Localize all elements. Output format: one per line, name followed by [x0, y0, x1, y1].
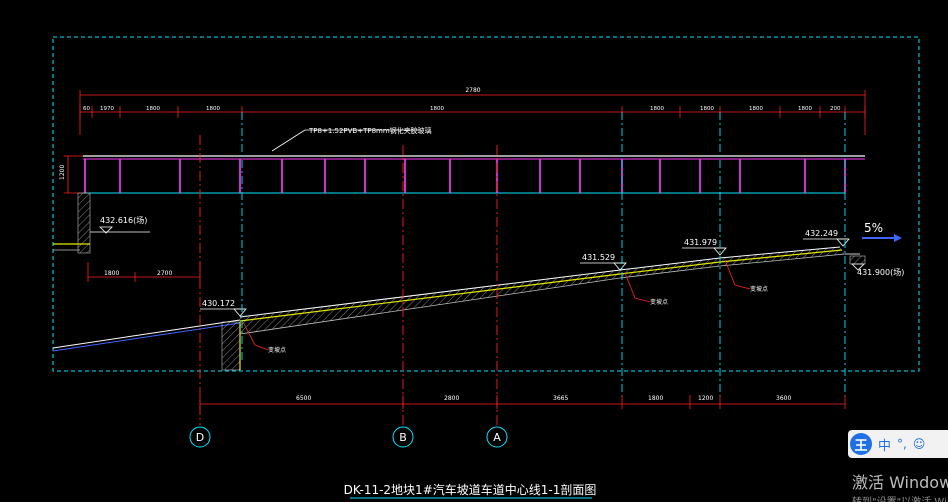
- drawing-frame: [52, 36, 920, 372]
- glass-railing: [83, 155, 865, 194]
- top-dimension-chain: [79, 90, 866, 135]
- svg-text:B: B: [399, 431, 407, 444]
- svg-text:A: A: [493, 431, 501, 444]
- ime-mode[interactable]: 中: [878, 438, 892, 454]
- callout-leader: [271, 129, 306, 152]
- left-dim-1: 1800: [104, 270, 119, 277]
- glass-callout: TP8+1.52PVB+TP8mm钢化夹胶玻璃: [308, 126, 432, 135]
- bottom-dim-3: 3665: [553, 395, 568, 402]
- bottom-dim-4: 1800: [648, 395, 663, 402]
- change-label-2: 变坡点: [650, 298, 668, 306]
- axis-bubble-b: B: [392, 426, 414, 448]
- bottom-dim-1: 6500: [296, 395, 311, 402]
- axis-bubble-a: A: [486, 426, 508, 448]
- top-dim-label: 1800: [430, 106, 444, 112]
- ime-emoji-icon[interactable]: ☺: [912, 437, 926, 451]
- top-dim-label: 1970: [100, 106, 114, 112]
- height-dimension-text: 1200: [59, 165, 66, 180]
- elev-1: 430.172: [202, 299, 235, 308]
- left-wall: [53, 192, 150, 254]
- ime-logo-icon[interactable]: 王: [850, 433, 872, 455]
- elev-left-ground: 432.616(场): [100, 216, 147, 225]
- elev-right-ground: 431.900(场): [857, 268, 904, 277]
- elev-4: 432.249: [805, 229, 838, 238]
- bottom-dim-5: 1200: [698, 395, 713, 402]
- activate-windows-watermark: 激活 Windows: [852, 473, 948, 492]
- bottom-dim-2: 2800: [444, 395, 459, 402]
- top-dim-label: 200: [830, 106, 841, 112]
- change-label-3: 变坡点: [750, 285, 768, 293]
- top-dim-label: 1800: [749, 106, 763, 112]
- top-dim-label: 1800: [798, 106, 812, 112]
- height-dimension: [64, 155, 83, 194]
- ime-toolbar[interactable]: 王 中 °, ☺: [848, 430, 948, 458]
- slope-label: 5%: [864, 221, 883, 235]
- left-dim-2: 2700: [157, 270, 172, 277]
- svg-text:D: D: [196, 431, 204, 444]
- railing-posts: [84, 159, 846, 193]
- change-label-1: 变坡点: [268, 346, 286, 354]
- top-dim-label: 1800: [206, 106, 220, 112]
- ime-punct[interactable]: °,: [897, 437, 907, 451]
- elev-marker-left: [99, 226, 113, 234]
- elev-2: 431.529: [582, 253, 615, 262]
- top-dim-label: 1800: [700, 106, 714, 112]
- top-dim-label: 1800: [650, 106, 664, 112]
- top-dim-label: 60: [83, 106, 90, 112]
- drawing-title: DK-11-2地块1#汽车坡道车道中心线1-1剖面图: [344, 482, 597, 497]
- bottom-dimension-chain: [199, 395, 846, 409]
- overall-dimension: 2780: [465, 87, 480, 94]
- change-point-leaders: [242, 259, 751, 351]
- elev-3: 431.979: [684, 238, 717, 247]
- top-dim-label: 1800: [146, 106, 160, 112]
- bottom-dim-6: 3600: [776, 395, 791, 402]
- grid-lines: [199, 112, 846, 425]
- activate-windows-hint: 转到"设置"以激活 Windows: [852, 493, 948, 502]
- ramp-slab: [52, 246, 866, 371]
- axis-bubble-d: D: [189, 426, 211, 448]
- top-dimension-ticks: 60 1970 1800 1800 1800 1800 1800 1800 1800 200: [79, 106, 866, 118]
